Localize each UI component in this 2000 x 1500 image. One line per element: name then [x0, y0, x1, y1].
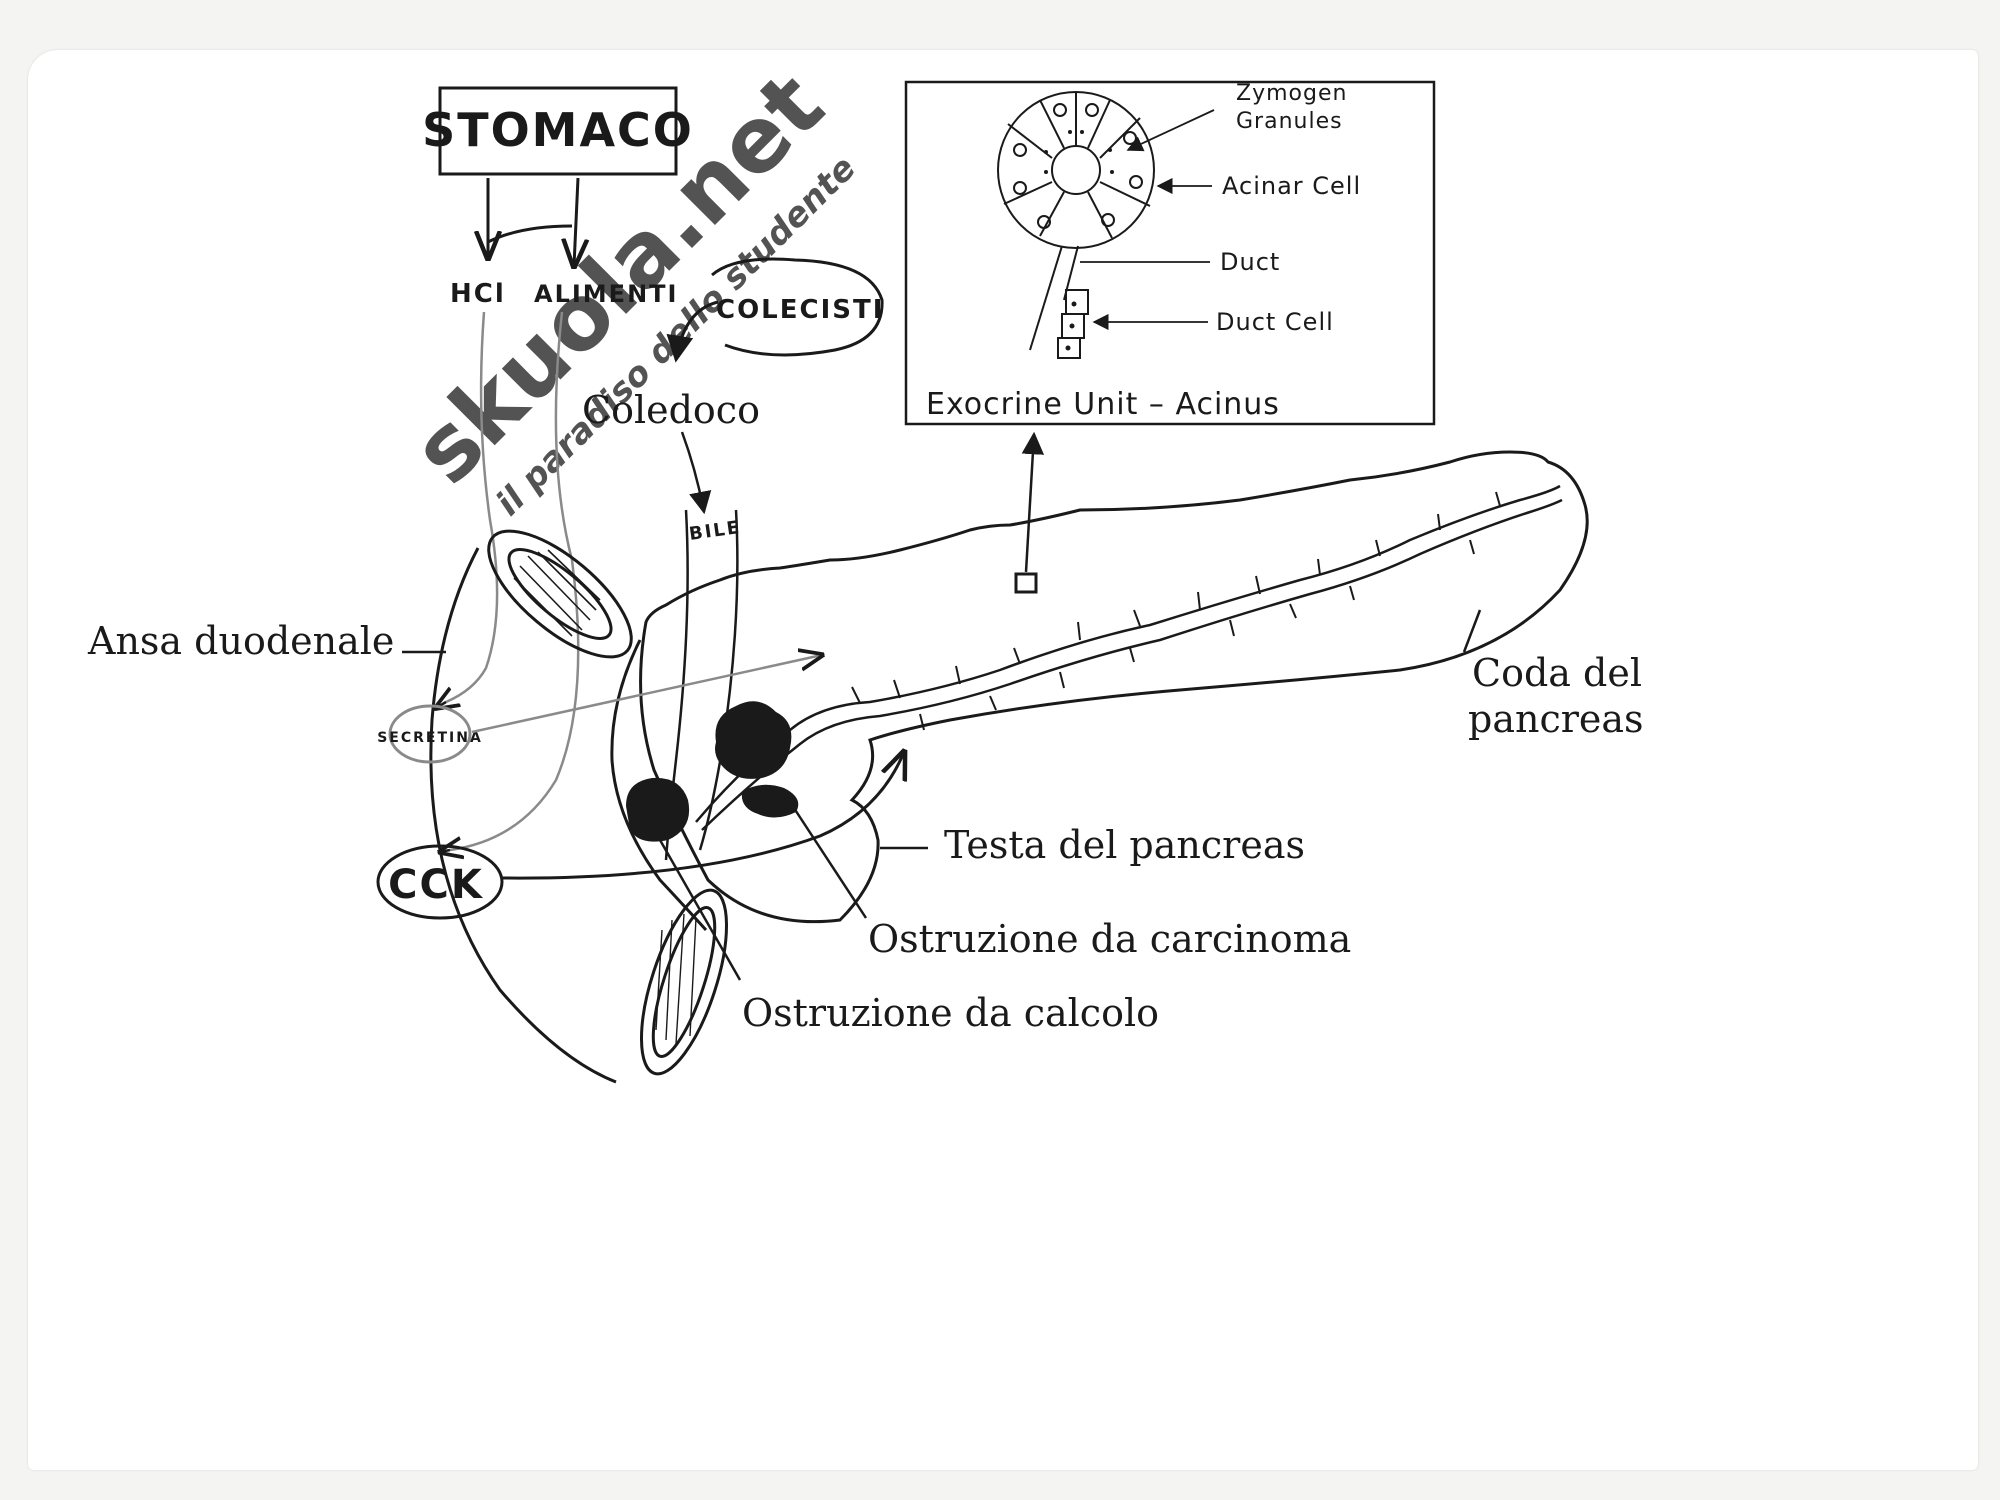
zymogen-label-1: Zymogen — [1236, 81, 1347, 106]
pancreatic-duct — [696, 486, 1562, 830]
common-bile-duct-label: Coledoco — [582, 388, 760, 432]
pancreas-head-label: Testa del pancreas — [944, 823, 1305, 867]
zymogen-dots — [1044, 130, 1114, 351]
inset-pointer — [1016, 434, 1036, 592]
hcl-label: HCl — [450, 279, 506, 309]
bile-duct-arrow — [682, 432, 704, 512]
duct-branches — [852, 492, 1500, 730]
stomach-box: STOMACO — [422, 88, 694, 174]
acinus-inset: Zymogen Granules Acinar Cell Duct Duct C… — [906, 81, 1434, 424]
carcinoma-obstruction-label: Ostruzione da carcinoma — [868, 917, 1351, 961]
duct-cell-label: Duct Cell — [1216, 308, 1334, 336]
gallbladder-label: COLECISTI — [716, 295, 884, 325]
acinar-cell-label: Acinar Cell — [1222, 172, 1361, 200]
acinus-cells — [998, 92, 1154, 358]
food-label: ALIMENTI — [534, 280, 678, 308]
stomach-arrows — [488, 178, 578, 266]
inset-title: Exocrine Unit – Acinus — [926, 387, 1280, 422]
secretin-label: SECRETINA — [377, 730, 483, 746]
bile-label: BILE — [688, 517, 743, 545]
duodenum — [431, 510, 744, 1083]
stone-obstruction-label: Ostruzione da calcolo — [742, 991, 1159, 1035]
cck-label: CCK — [388, 862, 484, 908]
stomach-label: STOMACO — [422, 103, 694, 157]
pancreas-tail-label-1: Coda del — [1472, 651, 1642, 695]
carcinoma-mass — [715, 701, 791, 779]
stone-mass — [626, 778, 689, 842]
zymogen-label-2: Granules — [1236, 109, 1343, 134]
pancreas-tail-label-2: pancreas — [1468, 697, 1644, 741]
duodenal-loop-label: Ansa duodenale — [87, 619, 394, 663]
duct-label: Duct — [1220, 248, 1280, 276]
